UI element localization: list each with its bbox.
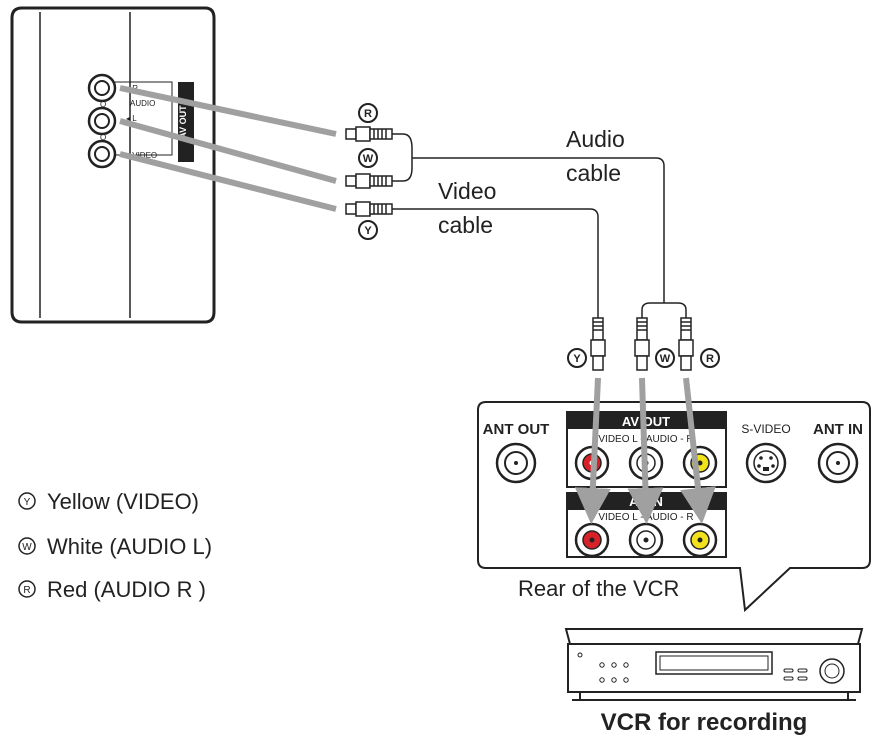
- tv-jack-audio-r[interactable]: [87, 73, 117, 103]
- av-out-audio-r-jack[interactable]: [682, 445, 718, 481]
- svg-text:R: R: [364, 108, 372, 120]
- mark-yellow-tv: Y: [358, 220, 378, 240]
- tv-jack-audio-l[interactable]: [87, 106, 117, 136]
- legend-item-yellow: Y Yellow (VIDEO): [18, 489, 199, 514]
- tv-av-out-panel: AV OUT: [178, 82, 194, 162]
- tv-plug-marks: R W Y: [358, 103, 378, 240]
- s-video-label: S-VIDEO: [741, 422, 790, 436]
- video-cable-label-1: Video: [438, 178, 496, 204]
- arrow-vcr-audio-r: [680, 377, 716, 524]
- tv-small-o-1: O: [100, 100, 106, 109]
- audio-cable-tv-branch: [392, 133, 413, 182]
- tv-rear: AV OUT O O ◂ R AUDIO ◂ L ◂ VIDEO: [10, 6, 216, 324]
- tv-jack-video[interactable]: [87, 139, 117, 169]
- vcr-plug-marks: Y W R: [567, 348, 720, 368]
- ant-in-label: ANT IN: [813, 421, 863, 438]
- video-cable-run: [392, 208, 599, 318]
- audio-cable-vcr-branch: [641, 302, 687, 318]
- plug-yellow-tv: [345, 201, 393, 217]
- tv-side-plugs: [345, 126, 393, 217]
- ant-out-label: ANT OUT: [483, 421, 550, 438]
- svg-text:R: R: [706, 353, 714, 365]
- s-video-jack[interactable]: [745, 442, 787, 484]
- vcr-rear-caption: Rear of the VCR: [518, 576, 679, 601]
- av-in-video-jack[interactable]: [574, 522, 610, 558]
- plug-red-vcr: [678, 317, 694, 371]
- audio-cable-label-2: cable: [566, 160, 621, 186]
- av-in-sublabel: VIDEO L - AUDIO - R: [598, 512, 693, 523]
- svg-text:Red (AUDIO R ): Red (AUDIO R ): [47, 577, 206, 602]
- arrow-vcr-audio-l: [627, 377, 664, 524]
- cable-lines: [392, 133, 687, 318]
- video-cable-label-2: cable: [438, 212, 493, 238]
- ant-in-jack[interactable]: [817, 442, 859, 484]
- tv-jack-label-l: ◂ L: [126, 114, 137, 123]
- mark-white-vcr: W: [655, 348, 675, 368]
- tv-connection-arrows: [119, 85, 337, 212]
- plug-white-vcr: [634, 317, 650, 371]
- legend-item-white: W White (AUDIO L): [18, 534, 212, 559]
- vcr-unit: [564, 628, 864, 701]
- audio-cable-label-1: Audio: [566, 126, 625, 152]
- arrow-tv-video: [119, 151, 337, 212]
- ant-out-jack[interactable]: [495, 442, 537, 484]
- mark-red-tv: R: [358, 103, 378, 123]
- svg-text:Y: Y: [573, 353, 581, 365]
- arrow-vcr-video: [574, 377, 611, 524]
- arrow-tv-audio-r: [119, 85, 337, 137]
- mark-yellow-vcr: Y: [567, 348, 587, 368]
- mark-red-vcr: R: [700, 348, 720, 368]
- vcr-side-plugs: [590, 317, 694, 371]
- vcr-title: VCR for recording: [601, 709, 808, 736]
- tv-av-out-label: AV OUT: [178, 105, 188, 139]
- vcr-connection-arrows: [574, 377, 716, 524]
- svg-text:White (AUDIO L): White (AUDIO L): [47, 534, 212, 559]
- svg-text:W: W: [22, 542, 32, 553]
- plug-white-tv: [345, 173, 393, 189]
- svg-text:Yellow (VIDEO): Yellow (VIDEO): [47, 489, 199, 514]
- audio-cable-run: [412, 157, 665, 300]
- tv-small-o-2: O: [100, 133, 106, 142]
- svg-text:W: W: [660, 353, 671, 365]
- svg-text:R: R: [23, 585, 30, 596]
- av-in-audio-l-jack[interactable]: [628, 522, 664, 558]
- arrow-tv-audio-l: [119, 118, 337, 184]
- legend-item-red: R Red (AUDIO R ): [18, 577, 206, 602]
- svg-text:Y: Y: [24, 497, 31, 508]
- plug-red-tv: [345, 126, 393, 142]
- vcr-rear-panel: ANT OUT AV OUT VIDEO L - AUDIO - R AV IN…: [477, 401, 871, 613]
- svg-text:Y: Y: [364, 225, 372, 237]
- color-legend: Y Yellow (VIDEO) W White (AUDIO L) R Red…: [18, 489, 212, 602]
- mark-white-tv: W: [358, 148, 378, 168]
- av-in-audio-r-jack[interactable]: [682, 522, 718, 558]
- tv-jack-label-audio: AUDIO: [130, 99, 155, 108]
- svg-text:W: W: [363, 153, 374, 165]
- plug-yellow-vcr: [590, 317, 606, 371]
- tv-jack-label-video: ◂ VIDEO: [126, 151, 157, 160]
